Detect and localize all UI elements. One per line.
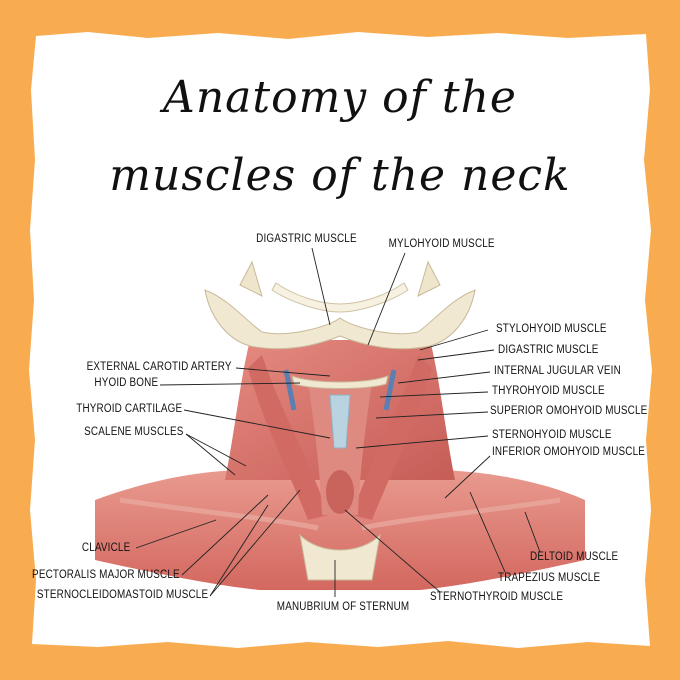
- thyroid-gland: [326, 470, 354, 514]
- hyoid: [291, 375, 389, 389]
- jugular-right: [383, 369, 397, 411]
- label-deltoid-muscle: DELTOID MUSCLE: [530, 551, 619, 563]
- jaw-ramus-left: [239, 260, 263, 297]
- shoulders-chest: [95, 470, 585, 590]
- label-superior-omohyoid-muscle: SUPERIOR OMOHYOID MUSCLE: [490, 405, 648, 417]
- label-digastric-muscle-top: DIGASTRIC MUSCLE: [256, 233, 357, 245]
- sternocleidomastoid-left: [248, 355, 328, 520]
- label-manubrium-of-sternum: MANUBRIUM OF STERNUM: [276, 601, 410, 613]
- label-sternothyroid-muscle: STERNOTHYROID MUSCLE: [430, 591, 564, 603]
- label-digastric-muscle-right: DIGASTRIC MUSCLE: [498, 344, 599, 356]
- label-external-carotid-artery: EXTERNAL CAROTID ARTERY: [86, 361, 232, 373]
- manubrium: [299, 533, 381, 581]
- leader-lines: [135, 247, 541, 597]
- label-internal-jugular-vein: INTERNAL JUGULAR VEIN: [494, 365, 621, 377]
- thyroid-cartilage: [329, 394, 351, 449]
- label-stylohyoid-muscle: STYLOHYOID MUSCLE: [496, 323, 607, 335]
- label-trapezius-muscle: TRAPEZIUS MUSCLE: [498, 572, 601, 584]
- label-inferior-omohyoid-muscle: INFERIOR OMOHYOID MUSCLE: [492, 446, 646, 458]
- label-hyoid-bone: HYOID BONE: [94, 377, 158, 389]
- sternocleidomastoid-right: [352, 355, 432, 520]
- jaw-ramus-right: [417, 260, 441, 297]
- teeth: [271, 282, 409, 313]
- clavicle-left: [119, 497, 319, 531]
- label-thyrohyoid-muscle: THYROHYOID MUSCLE: [492, 385, 605, 397]
- label-mylohyoid-muscle: MYLOHYOID MUSCLE: [388, 238, 495, 250]
- title-line-2: muscles of the neck: [109, 150, 571, 201]
- label-thyroid-cartilage: THYROID CARTILAGE: [75, 403, 182, 415]
- label-clavicle: CLAVICLE: [81, 542, 130, 554]
- jugular-left: [283, 369, 297, 411]
- label-pectoralis-major-muscle: PECTORALIS MAJOR MUSCLE: [32, 569, 180, 581]
- label-sternohyoid-muscle: STERNOHYOID MUSCLE: [492, 429, 612, 441]
- mandible: [204, 289, 476, 350]
- title-line-1: Anatomy of the: [163, 72, 517, 123]
- clavicle-right: [361, 497, 561, 531]
- label-sternocleidomastoid-muscle: STERNOCLEIDOMASTOID MUSCLE: [36, 589, 208, 601]
- label-scalene-muscles: SCALENE MUSCLES: [83, 426, 183, 438]
